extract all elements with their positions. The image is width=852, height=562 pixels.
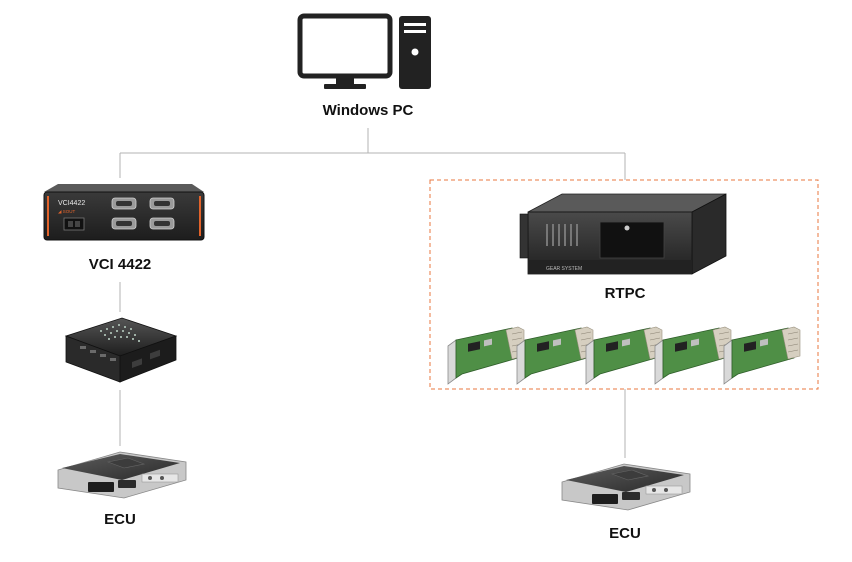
ecu-right-label: ECU xyxy=(609,525,641,542)
windows-pc-icon xyxy=(297,13,431,89)
ecu-left-label: ECU xyxy=(104,511,136,528)
rtpc-chassis-image: GEAR SYSTEM xyxy=(519,193,727,275)
breakout-box-image xyxy=(64,317,178,383)
io-card xyxy=(516,326,594,385)
rtpc-label: RTPC xyxy=(605,285,646,302)
vci-label: VCI 4422 xyxy=(89,256,152,273)
io-card-row xyxy=(447,326,801,385)
io-card xyxy=(723,326,801,385)
vci-brand-text: ◢ SOUT xyxy=(58,209,75,214)
ecu-right-image xyxy=(561,463,691,511)
ecu-left-image xyxy=(57,451,187,499)
windows-pc-label: Windows PC xyxy=(323,102,414,119)
vci-model-text: VCI4422 xyxy=(58,200,85,207)
rtpc-chassis-text: GEAR SYSTEM xyxy=(546,266,582,272)
io-card xyxy=(654,326,732,385)
io-card xyxy=(585,326,663,385)
connector-lines xyxy=(119,128,626,458)
vci-device-image: VCI4422 ◢ SOUT xyxy=(43,184,205,241)
io-card xyxy=(447,326,525,385)
rtpc-group-border xyxy=(429,179,819,390)
